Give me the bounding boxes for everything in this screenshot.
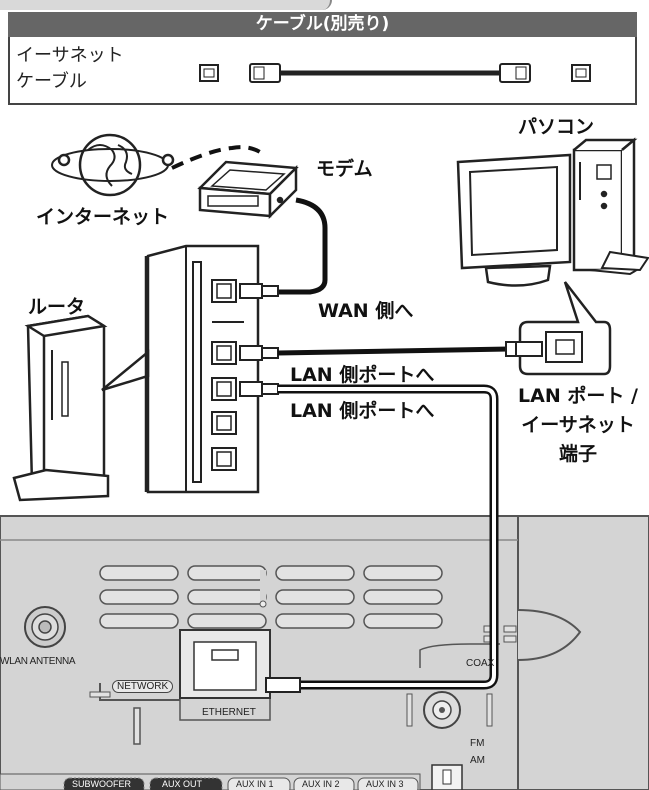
- lan-label-1: LAN 側ポートへ: [290, 364, 435, 386]
- rear-panel: [0, 515, 649, 790]
- ethernet-cable-illustration: [199, 63, 591, 83]
- globe-icon: [51, 133, 175, 197]
- port-icon-left: [199, 64, 219, 82]
- lan-port-label: LAN ポート / イーサネット 端子: [508, 382, 648, 469]
- lan-label-2: LAN 側ポートへ: [290, 400, 435, 422]
- modem-label: モデム: [316, 158, 373, 180]
- lan-port-callout: [515, 281, 612, 376]
- lan-port-label-line1: LAN ポート /: [518, 385, 638, 407]
- lan-port-label-line2: イーサネット: [521, 414, 635, 436]
- ethernet-label: ETHERNET: [202, 707, 256, 718]
- lan-cable-pc: [277, 346, 511, 356]
- network-label: NETWORK: [112, 680, 174, 693]
- cable-table-header: ケーブル(別売り): [8, 12, 637, 37]
- port-icon-right: [571, 64, 591, 82]
- cable-name-line2: ケーブル: [16, 71, 87, 92]
- am-label: AM: [470, 755, 485, 766]
- router-zoom: [146, 244, 279, 494]
- lan-port-label-line3: 端子: [558, 443, 597, 465]
- wlan-antenna-label: WLAN ANTENNA: [0, 656, 76, 667]
- plug-right: [499, 63, 531, 83]
- internet-connection-line: [171, 145, 262, 170]
- lan-port-icon: [545, 331, 583, 363]
- subwoofer-label: SUBWOOFER: [72, 779, 132, 789]
- router-label: ルータ: [28, 296, 86, 318]
- aux-in-2-label: AUX IN 2: [302, 779, 340, 789]
- cable-name-line1: イーサネット: [16, 45, 124, 66]
- fm-label: FM: [470, 738, 485, 749]
- pc-icon: [456, 137, 649, 287]
- modem-icon: [197, 160, 299, 220]
- aux-out-label: AUX OUT: [162, 779, 203, 789]
- pc-label: パソコン: [518, 116, 595, 138]
- cable-name: イーサネット ケーブル: [16, 43, 186, 95]
- aux-in-3-label: AUX IN 3: [366, 779, 404, 789]
- coax-label: COAX: [466, 658, 495, 669]
- router-icon: [12, 314, 110, 502]
- wan-label: WAN 側へ: [318, 300, 414, 322]
- aux-in-1-label: AUX IN 1: [236, 779, 274, 789]
- lan-cable-device-inner: [278, 387, 496, 687]
- wan-cable: [278, 197, 328, 295]
- internet-label: インターネット: [36, 206, 170, 228]
